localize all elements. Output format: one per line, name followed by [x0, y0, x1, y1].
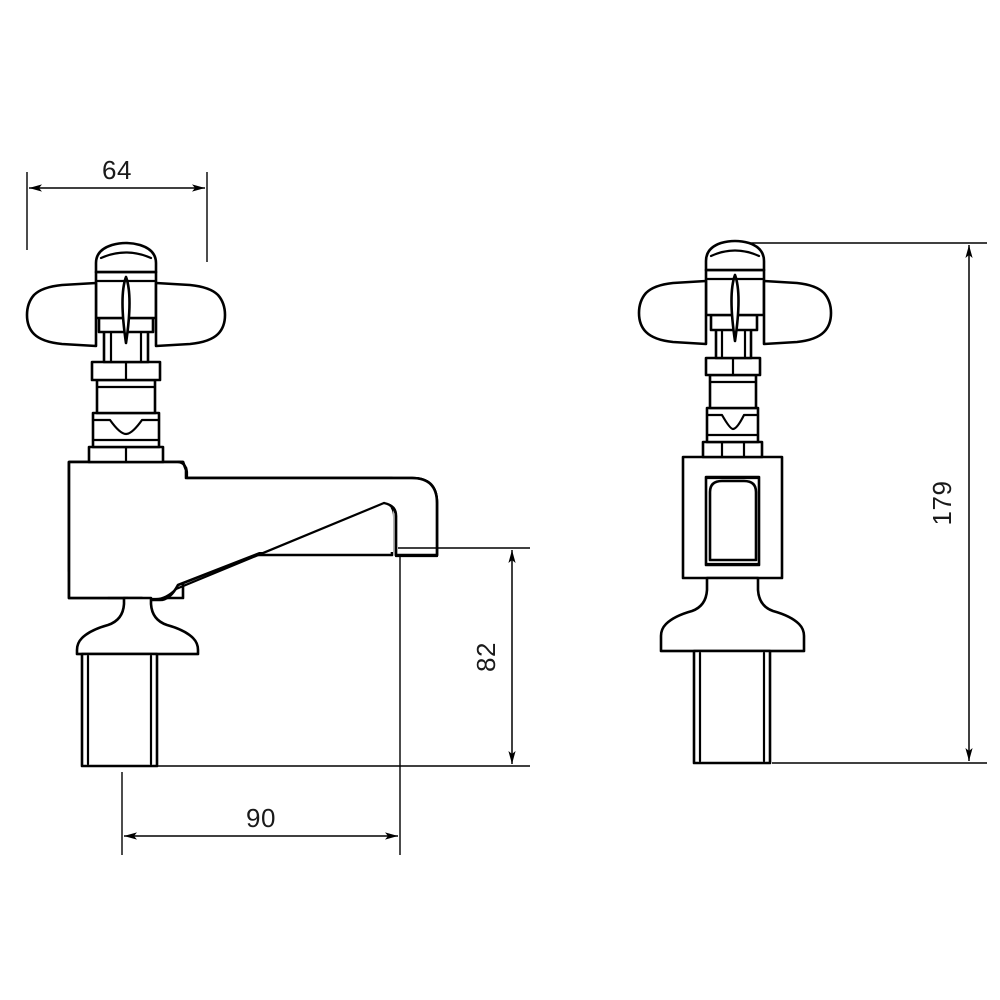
- gland-nut: [95, 378, 157, 415]
- handle-center-slot: [121, 275, 131, 345]
- front-handle-cap: [704, 239, 766, 272]
- dim-label-90: 90: [246, 803, 276, 833]
- handle-cap: [94, 241, 158, 274]
- bonnet-hex: [91, 411, 161, 449]
- front-gland-nut: [708, 373, 758, 410]
- handle-cap-top-arc: [99, 251, 153, 260]
- spout-root-curve: [142, 587, 178, 601]
- handle-arm-left: [25, 281, 98, 348]
- front-body-recess-inner: [708, 479, 758, 562]
- front-hex-chamfer: [705, 413, 760, 431]
- body-shoulder: [176, 460, 189, 480]
- tap-front-elevation: [637, 239, 833, 765]
- front-handle-center-slot: [730, 273, 740, 343]
- front-bonnet-hex: [705, 406, 760, 444]
- dimension-82: 82: [158, 547, 530, 767]
- handle-arm-right: [154, 281, 227, 348]
- spout-lower-sweep: [174, 501, 386, 591]
- front-handle-arm-right: [762, 279, 833, 346]
- dimension-90: 90: [121, 556, 401, 855]
- dim-label-82: 82: [471, 642, 501, 672]
- dim-label-64: 64: [102, 155, 132, 185]
- spout-inner-shoulder: [382, 501, 398, 518]
- dim-label-179: 179: [927, 481, 957, 526]
- front-shank: [692, 649, 772, 765]
- dimension-179: 179: [748, 242, 987, 764]
- dimension-64: 64: [26, 155, 208, 262]
- spout-tip-radius: [410, 476, 439, 504]
- front-handle-arm-left: [637, 279, 708, 346]
- front-bonnet-collar: [701, 440, 764, 459]
- tap-side-elevation: [25, 241, 439, 768]
- bonnet-hex-chamfer: [91, 418, 161, 436]
- front-cap-top-arc: [709, 249, 761, 258]
- tap-shank: [80, 652, 159, 768]
- body-interior-fill: [72, 465, 393, 552]
